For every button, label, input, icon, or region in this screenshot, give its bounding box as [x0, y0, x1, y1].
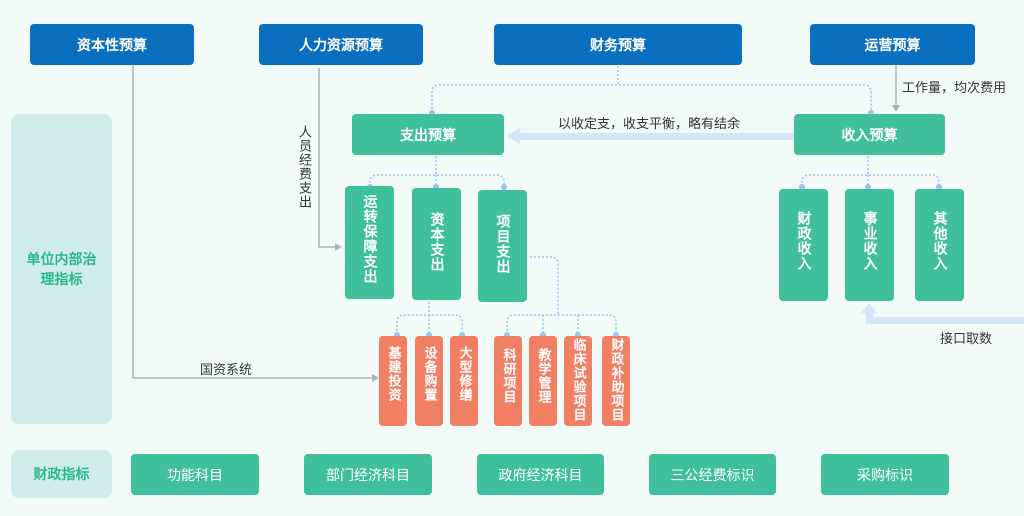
income-item: 其他收入: [915, 189, 964, 301]
personnel-label: 人员经费支出: [296, 125, 311, 209]
income-item-label: 其他收入: [931, 211, 948, 271]
fiscal-item: 功能科目: [131, 454, 259, 495]
expense-item: 运转保障支出: [345, 186, 394, 299]
income-item-label: 财政收入: [795, 211, 812, 271]
finance-budget-box: 财务预算: [494, 24, 742, 65]
project-item-label: 科研项目: [500, 348, 516, 404]
capital-item: 大型修缮: [450, 336, 478, 426]
project-item: 财政补助项目: [602, 336, 630, 426]
project-item: 教学管理: [529, 336, 557, 426]
expense-item-label: 资本支出: [428, 212, 445, 272]
expense-budget-box: 支出预算: [352, 114, 504, 155]
project-item-label: 教学管理: [535, 348, 551, 404]
expense-item-label: 运转保障支出: [361, 194, 378, 284]
project-item: 临床试验项目: [564, 336, 592, 426]
workload-label: 工作量，均次费用: [902, 81, 1007, 96]
income-item: 事业收入: [845, 189, 894, 301]
capital-item-label: 设备购置: [421, 346, 437, 402]
expense-item: 项目支出: [478, 190, 527, 302]
operation-budget-box: 运营预算: [810, 24, 975, 65]
capital-item-label: 大型修缮: [456, 346, 472, 402]
income-item-label: 事业收入: [861, 211, 878, 271]
income-budget-box: 收入预算: [794, 114, 945, 155]
interface-label: 接口取数: [940, 332, 993, 347]
fiscal-indicator-panel: 财政指标: [11, 450, 112, 498]
project-item-label: 临床试验项目: [570, 338, 586, 422]
capital-item: 设备购置: [415, 336, 443, 426]
fiscal-item: 采购标识: [821, 454, 949, 495]
income-item: 财政收入: [779, 189, 828, 301]
fiscal-item: 部门经济科目: [304, 454, 432, 495]
capital-item: 基建投资: [379, 336, 407, 426]
expense-item-label: 项目支出: [494, 214, 511, 274]
fiscal-item: 三公经费标识: [649, 454, 776, 495]
capital-budget-box: 资本性预算: [30, 24, 194, 65]
internal-governance-panel: 单位内部治理指标: [11, 114, 112, 424]
project-item-label: 财政补助项目: [608, 338, 624, 422]
internal-governance-label: 单位内部治理指标: [26, 252, 97, 288]
project-item: 科研项目: [494, 336, 522, 426]
hr-budget-box: 人力资源预算: [259, 24, 423, 65]
expense-item: 资本支出: [412, 188, 461, 300]
fiscal-indicator-label: 财政指标: [33, 467, 90, 483]
fiscal-item: 政府经济科目: [477, 454, 604, 495]
capital-item-label: 基建投资: [385, 346, 401, 402]
state-assets-label: 国资系统: [200, 363, 253, 378]
balance-label: 以收定支，收支平衡，略有结余: [558, 117, 741, 132]
